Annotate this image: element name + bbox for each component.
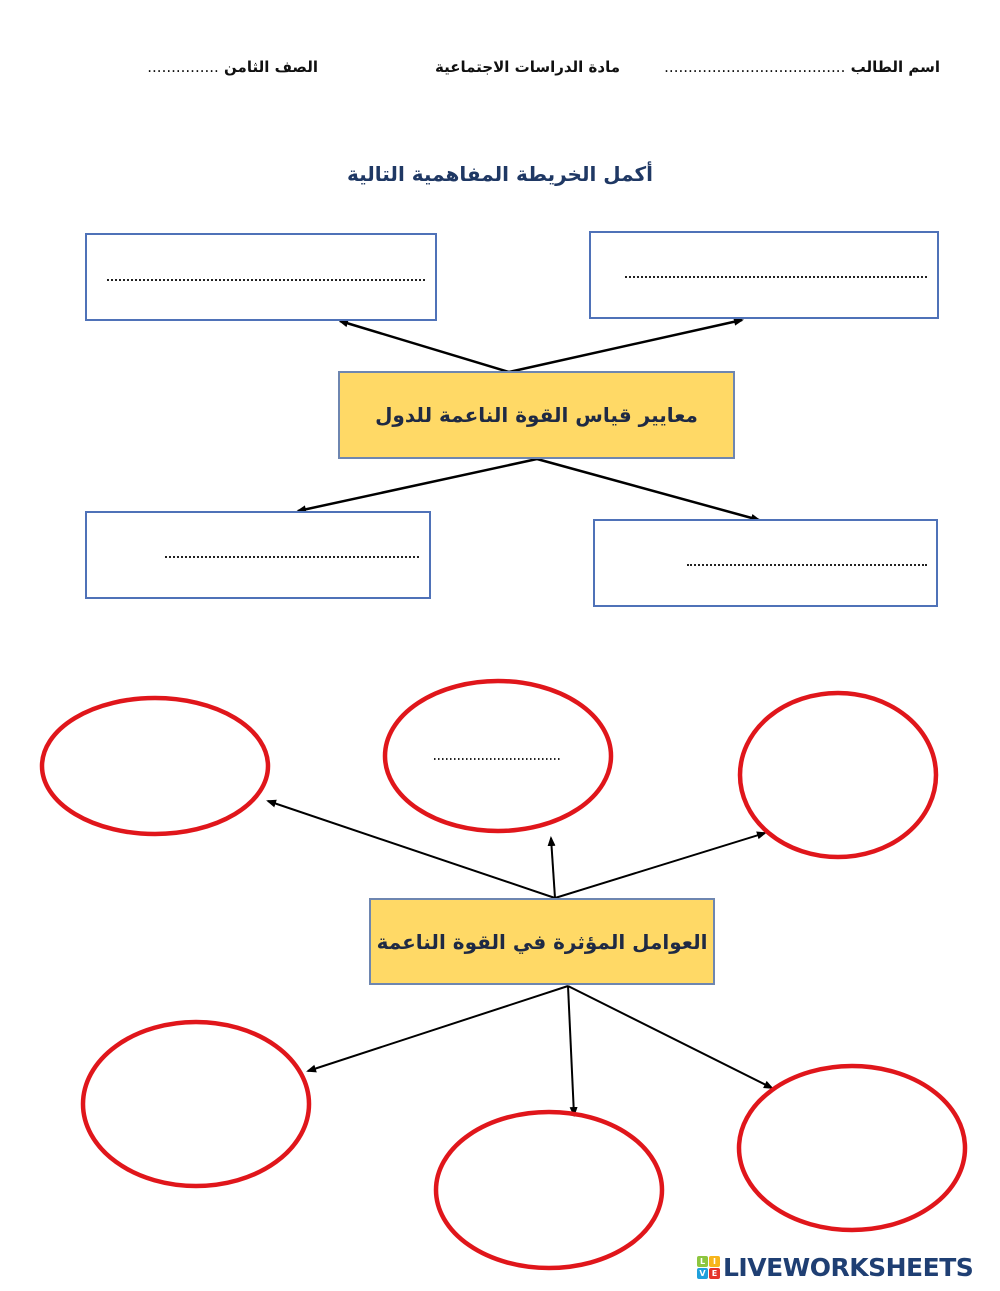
liveworksheets-brand: L I V E LIVEWORKSHEETS (697, 1253, 974, 1282)
answer-box-top-right[interactable] (589, 231, 939, 319)
oval-top-right (737, 690, 939, 860)
logo-letter-i: I (709, 1256, 720, 1267)
arrow-to-bottom-left-oval (306, 985, 569, 1073)
student-name-label: اسم الطالب .............................… (664, 58, 940, 76)
oval-input-bottom-left[interactable] (111, 1093, 285, 1117)
central-node-label: معايير قياس القوة الناعمة للدول (375, 403, 698, 427)
answer-input-bottom-left[interactable] (165, 536, 423, 558)
central-node-label: العوامل المؤثرة في القوة الناعمة (376, 929, 708, 954)
student-name-text: اسم الطالب (850, 58, 940, 76)
central-node-soft-power-factors: العوامل المؤثرة في القوة الناعمة (369, 898, 715, 985)
map2-arrows (266, 799, 774, 1117)
central-node-soft-power-criteria: معايير قياس القوة الناعمة للدول (338, 371, 735, 459)
logo-letter-e: E (709, 1268, 720, 1279)
arrow-to-top-center-oval (547, 836, 556, 899)
grade-label: الصف الثامن ............... (147, 58, 318, 76)
arrow-to-top-right-oval (554, 831, 767, 899)
answer-box-top-left[interactable] (85, 233, 437, 321)
oval-input-top-left[interactable] (70, 755, 244, 779)
oval-bottom-center (433, 1109, 665, 1271)
oval-top-left (39, 695, 271, 837)
logo-letter-l: L (697, 1256, 708, 1267)
arrow-to-bottom-right-oval (567, 985, 774, 1089)
arrow-to-bottom-right-box (536, 457, 761, 522)
oval-input-top-right[interactable] (763, 764, 917, 788)
answer-input-bottom-right[interactable] (687, 544, 931, 566)
oval-bottom-right (736, 1063, 968, 1233)
arrow-to-top-left-box (338, 319, 510, 374)
grade-dots[interactable]: ............... (147, 58, 219, 76)
answer-input-top-left[interactable] (107, 259, 429, 281)
oval-input-bottom-right[interactable] (767, 1137, 941, 1161)
oval-top-center (382, 678, 614, 834)
map1-arrows (296, 317, 761, 522)
arrow-to-bottom-center-oval (567, 985, 578, 1117)
answer-box-bottom-right[interactable] (593, 519, 938, 607)
answer-input-top-right[interactable] (625, 256, 931, 278)
oval-input-bottom-center[interactable] (464, 1179, 638, 1203)
grade-text: الصف الثامن (224, 58, 318, 76)
subject-label: مادة الدراسات الاجتماعية (435, 58, 620, 76)
student-name-dots[interactable]: ...................................... (664, 58, 846, 76)
arrow-to-top-left-oval (266, 799, 556, 899)
live-logo-icon: L I V E (697, 1256, 720, 1279)
logo-letter-v: V (697, 1268, 708, 1279)
arrow-to-top-right-box (508, 317, 744, 374)
arrow-to-bottom-left-box (296, 457, 538, 514)
brand-text: LIVEWORKSHEETS (723, 1253, 974, 1282)
page-title: أكمل الخريطة المفاهمية التالية (346, 162, 654, 186)
answer-box-bottom-left[interactable] (85, 511, 431, 599)
oval-input-top-center[interactable] (413, 735, 587, 759)
oval-bottom-left (80, 1019, 312, 1189)
